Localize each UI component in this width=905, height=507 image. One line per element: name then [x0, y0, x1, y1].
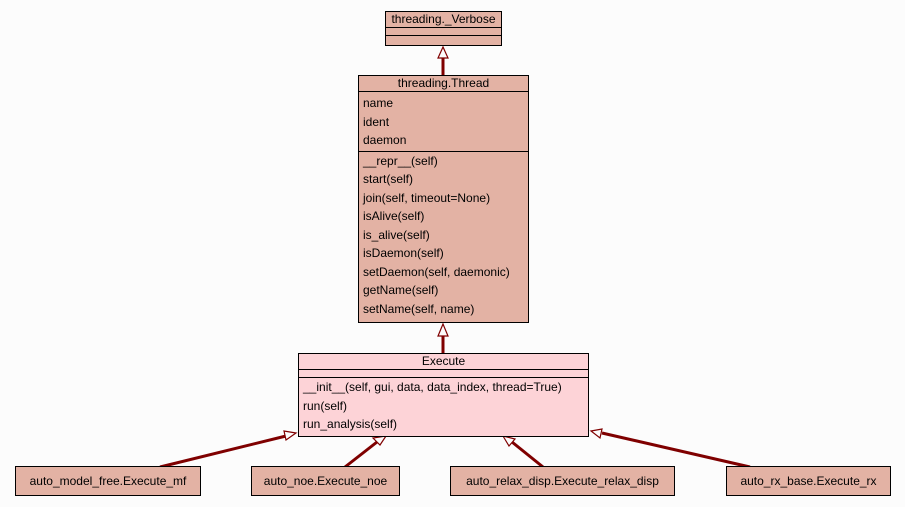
methods-section: __init__(self, gui, data, data_index, th… [299, 378, 588, 434]
edge-mf-to-execute [159, 434, 287, 469]
method: setName(self, name) [363, 301, 475, 316]
method: isDaemon(self) [363, 246, 444, 260]
method: is_alive(self) [363, 227, 430, 242]
method: run_analysis(self) [303, 417, 398, 431]
class-thread[interactable]: threading.Thread name ident daemon __rep… [358, 75, 529, 323]
attribute: name [363, 96, 394, 110]
class-execute-rx[interactable]: auto_rx_base.Execute_rx [726, 466, 891, 496]
class-execute-noe[interactable]: auto_noe.Execute_noe [251, 466, 400, 496]
attributes-section [386, 28, 501, 36]
attribute: daemon [363, 133, 407, 147]
arrowhead-execute-noe [371, 435, 388, 446]
methods-section [386, 36, 501, 43]
class-execute-relax-disp[interactable]: auto_relax_disp.Execute_relax_disp [450, 466, 675, 496]
edge-noe-to-execute [344, 440, 378, 469]
method: isAlive(self) [363, 209, 425, 223]
attributes-section [299, 370, 588, 378]
class-verbose[interactable]: threading._Verbose [385, 11, 502, 46]
attributes-section: name ident daemon [359, 92, 528, 152]
arrowhead-thread [437, 322, 449, 337]
class-title: threading.Thread [359, 76, 528, 92]
arrowhead-execute-relaxdisp [501, 435, 517, 448]
attribute: ident [363, 114, 390, 129]
method: setDaemon(self, daemonic) [363, 264, 510, 279]
class-execute[interactable]: Execute __init__(self, gui, data, data_i… [298, 353, 589, 437]
methods-section: __repr__(self) start(self) join(self, ti… [359, 152, 528, 319]
arrowhead-execute-rx [589, 428, 603, 440]
method: getName(self) [363, 283, 439, 297]
arrowhead-verbose [437, 45, 449, 59]
method: start(self) [363, 172, 414, 186]
class-title: Execute [299, 354, 588, 370]
class-execute-mf[interactable]: auto_model_free.Execute_mf [15, 466, 201, 496]
method: __repr__(self) [363, 153, 438, 168]
arrowhead-execute-mf [283, 430, 298, 442]
edge-rx-to-execute [601, 431, 751, 469]
method: join(self, timeout=None) [363, 190, 491, 205]
method: run(self) [303, 398, 348, 413]
edge-relaxdisp-to-execute [511, 440, 544, 469]
class-title: threading._Verbose [386, 12, 501, 28]
method: __init__(self, gui, data, data_index, th… [303, 380, 562, 394]
